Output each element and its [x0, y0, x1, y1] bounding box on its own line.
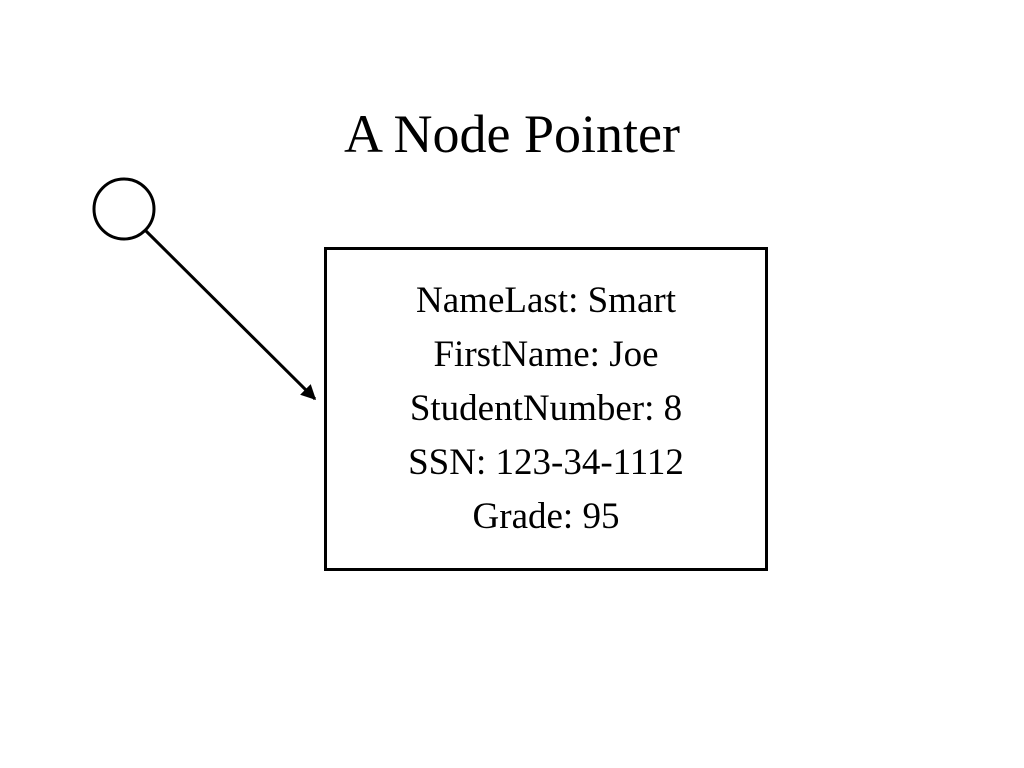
node-field-ssn: SSN: 123-34-1112: [408, 442, 684, 483]
node-field-firstname: FirstName: Joe: [433, 334, 659, 375]
node-field-grade: Grade: 95: [472, 496, 620, 537]
pointer-variable-circle: [92, 177, 156, 241]
node-field-studentnumber: StudentNumber: 8: [409, 388, 683, 429]
pointer-arrow: [143, 228, 317, 401]
node-field-namelast: NameLast: Smart: [416, 280, 676, 321]
slide-title: A Node Pointer: [344, 104, 680, 164]
node-box: NameLast: Smart FirstName: Joe StudentNu…: [324, 247, 768, 571]
